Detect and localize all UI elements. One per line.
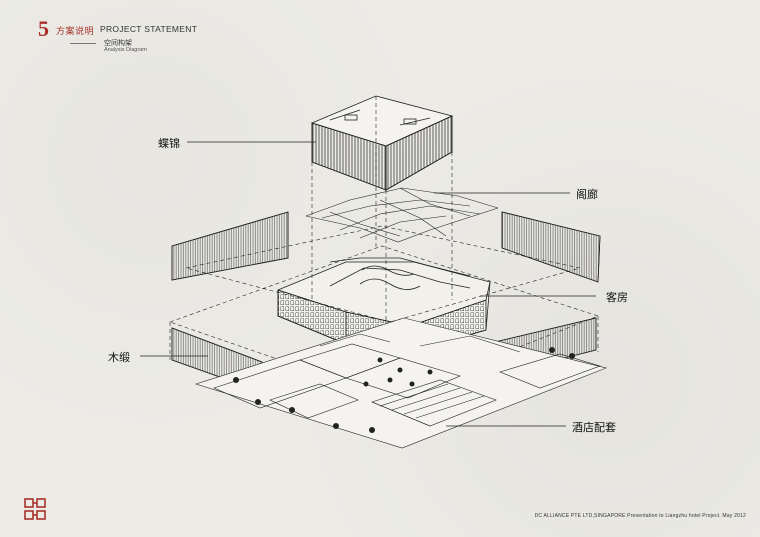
firm-logo-icon: [24, 498, 46, 520]
section-title-en: PROJECT STATEMENT: [100, 24, 198, 34]
exploded-guide-lines: [169, 96, 599, 420]
label-gallery: 阁廊: [576, 188, 598, 201]
label-guest-rooms: 客房: [606, 291, 628, 304]
upper-side-screens: [171, 211, 601, 283]
label-butterfly: 蝶锦: [158, 137, 180, 150]
subtitle-divider: [70, 43, 96, 44]
ground-floor-site: [194, 317, 607, 449]
label-hotel-facilities: 酒店配套: [572, 421, 616, 434]
section-number: 5: [38, 16, 49, 41]
subtitle-en: Analysis Diagram: [104, 47, 147, 53]
footer-credit: DC ALLIANCE PTE LTD,SINGAPORE Presentati…: [534, 513, 746, 519]
subtitle-cn: 空间构架: [104, 40, 132, 47]
label-leader-lines: [140, 141, 596, 427]
section-title-cn: 方案说明: [56, 26, 95, 36]
label-wood-screen: 木缎: [108, 351, 130, 364]
gallery-layer: [305, 187, 499, 243]
site-trees: [233, 347, 575, 433]
roof-canopy-box: [310, 95, 454, 191]
